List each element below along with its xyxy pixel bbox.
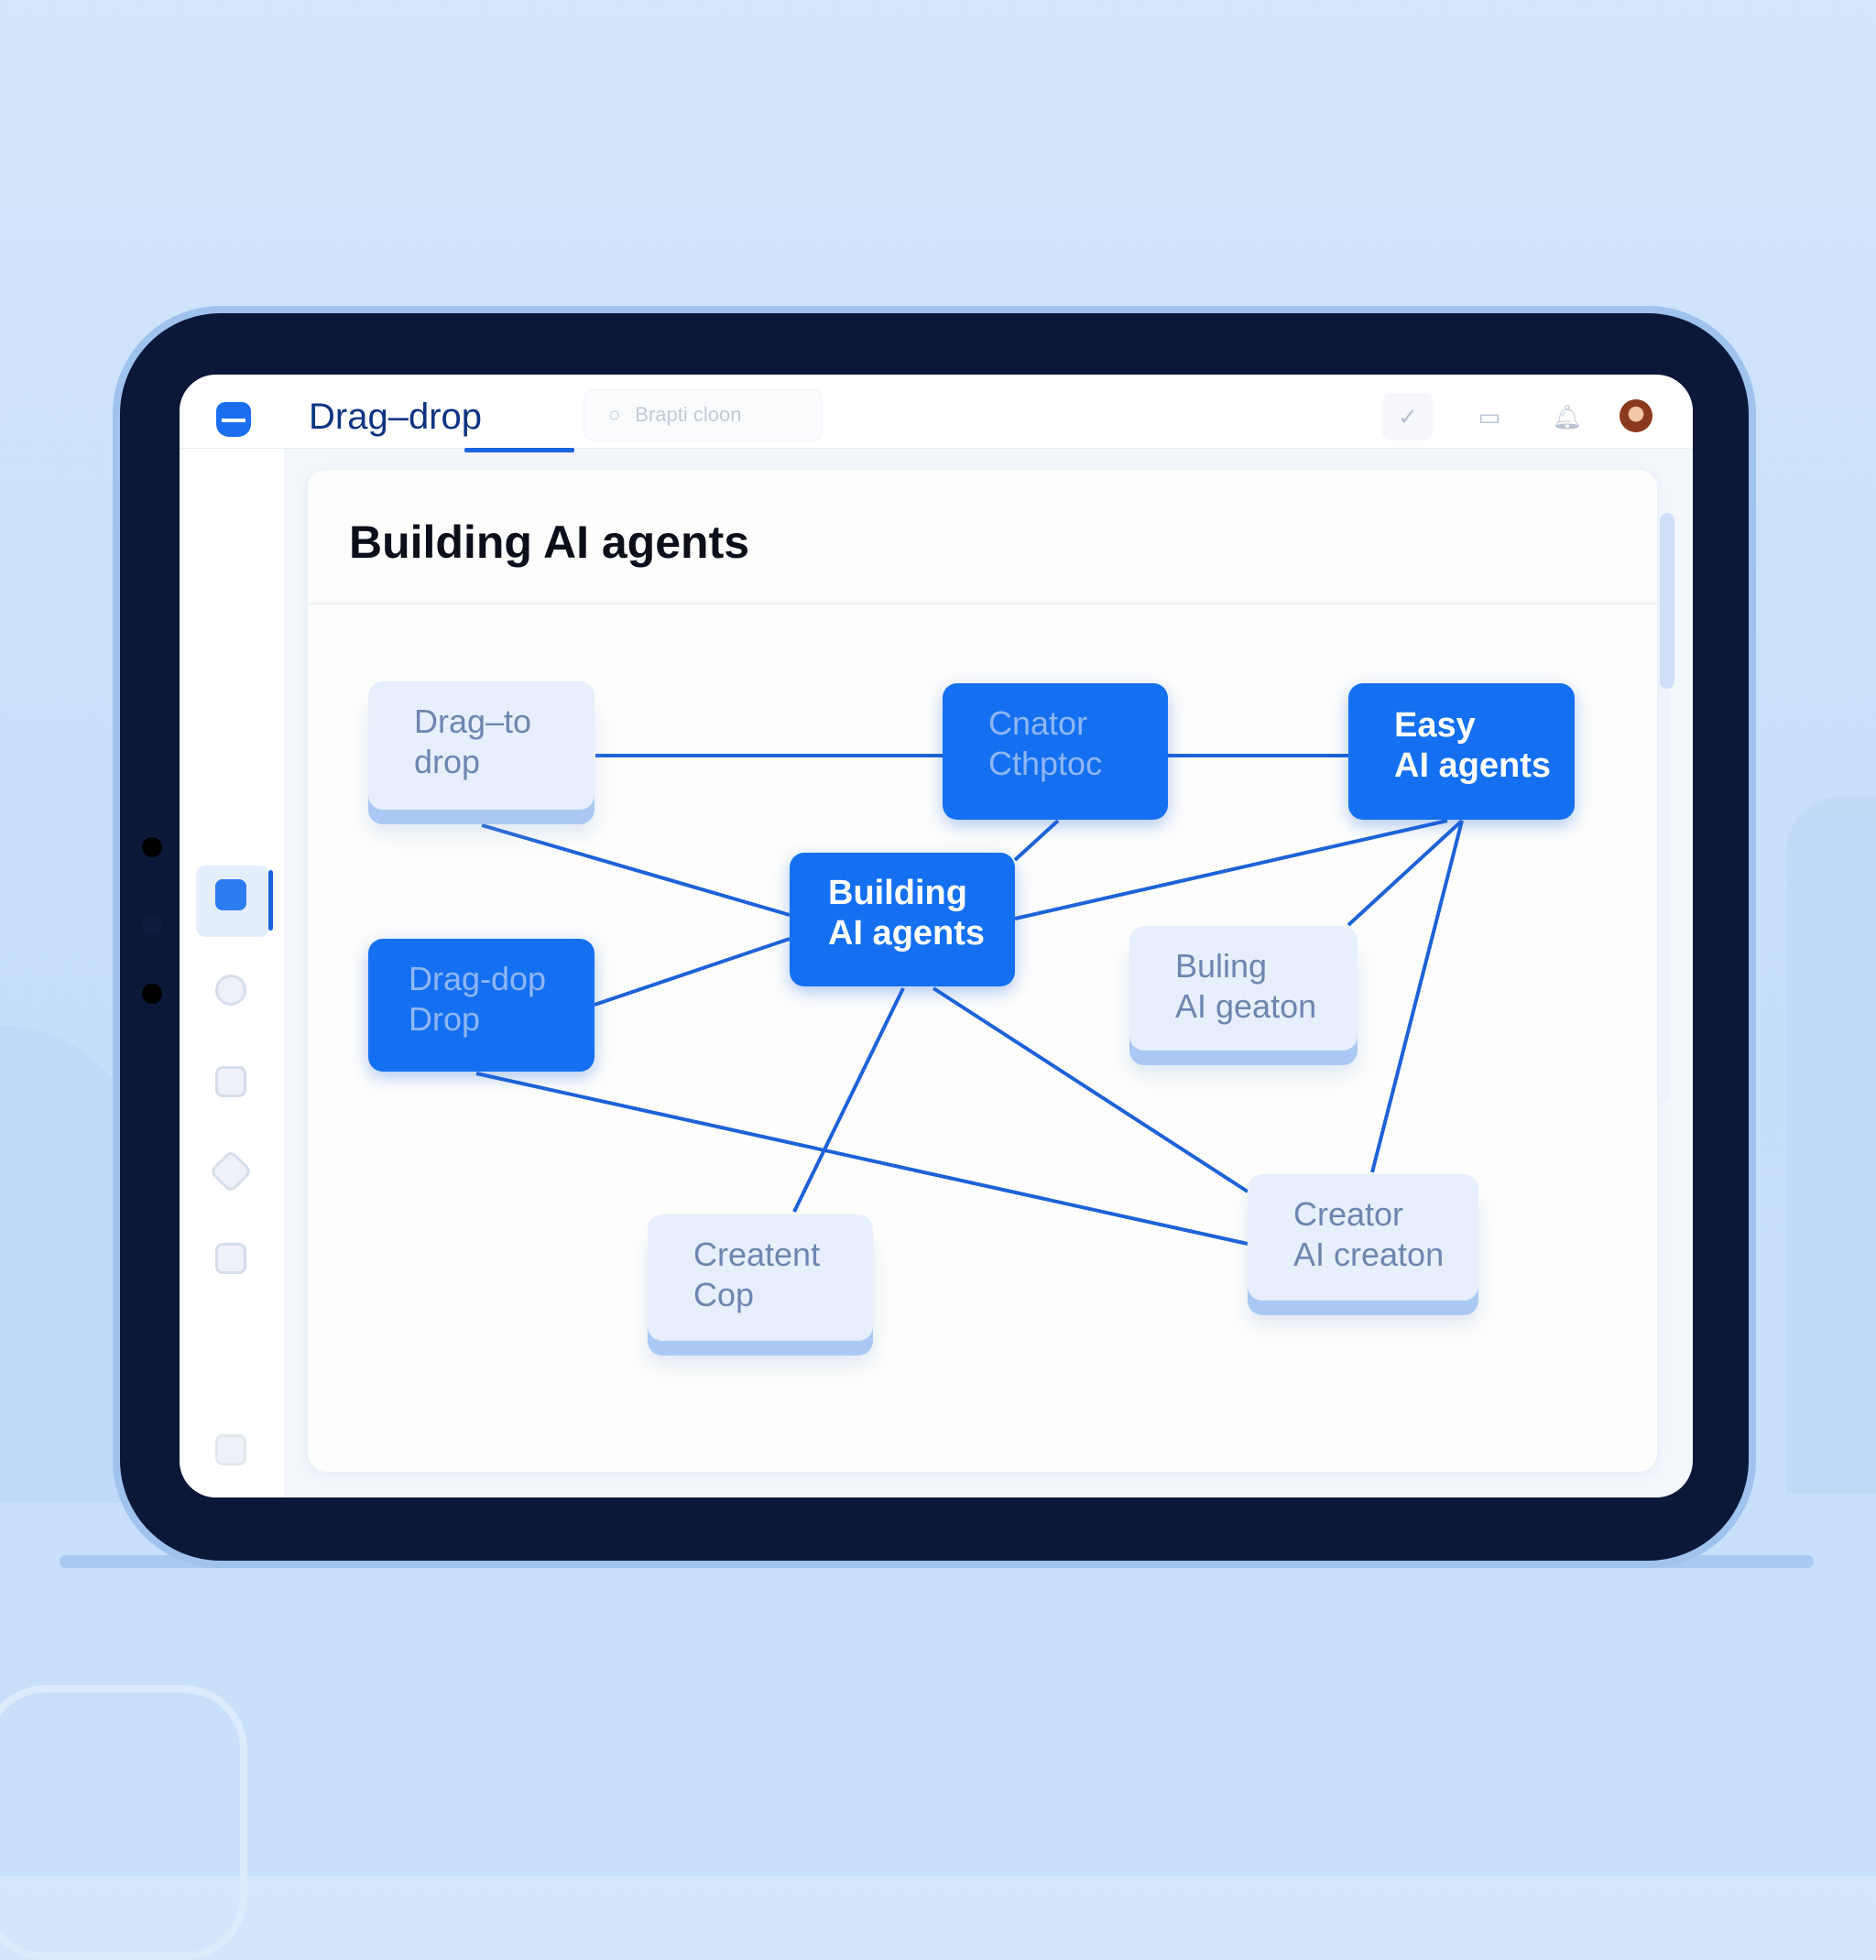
divider — [308, 603, 1657, 604]
node-label: Cop — [693, 1276, 755, 1313]
camera-dot — [142, 916, 162, 936]
node-label: AI geaton — [1175, 987, 1317, 1025]
app-logo-icon[interactable] — [216, 402, 251, 437]
document-icon[interactable]: ▭ — [1478, 402, 1501, 430]
node-label: Cthptoc — [988, 745, 1103, 782]
sidebar-active-indicator — [268, 870, 273, 931]
avatar[interactable] — [1620, 399, 1652, 432]
node-label: drop — [414, 743, 481, 780]
search-icon: ○ — [608, 403, 621, 426]
sidebar-item-shapes-icon[interactable] — [208, 1149, 254, 1194]
search-placeholder: Brapti cloon — [635, 403, 742, 426]
node-label: Drag–to — [414, 702, 532, 740]
active-tab-indicator — [464, 448, 574, 452]
sidebar-item-agents-icon[interactable] — [215, 879, 246, 910]
sidebar-item-box-icon[interactable] — [215, 1243, 246, 1274]
node-label: Creatent — [693, 1236, 821, 1273]
top-bar: Drag–drop ○ Brapti cloon ✓ ▭ 🔔︎ — [180, 375, 1693, 452]
node-label: Drop — [409, 1000, 481, 1038]
node-label: Buling — [1175, 947, 1268, 985]
node-label: AI creaton — [1293, 1236, 1445, 1273]
check-icon[interactable]: ✓ — [1382, 393, 1434, 441]
node-label: Easy — [1394, 706, 1476, 745]
page-title: Building AI agents — [349, 517, 750, 568]
node-label: Drag-dop — [409, 960, 547, 997]
sidebar-item-settings-icon[interactable] — [215, 1434, 246, 1465]
node-label: Cnator — [988, 704, 1088, 742]
camera-dot — [142, 984, 162, 1004]
bell-icon[interactable]: 🔔︎ — [1552, 402, 1583, 430]
sidebar-item-screen-icon[interactable] — [215, 1066, 246, 1097]
scrollbar-track[interactable] — [1662, 689, 1671, 1101]
background-decoration — [0, 1685, 247, 1960]
node-label: AI agents — [1394, 746, 1552, 785]
node-label: Creator — [1293, 1195, 1404, 1233]
camera-dot — [142, 837, 162, 857]
background-decoration — [1786, 797, 1876, 1493]
search-input[interactable]: ○ Brapti cloon — [584, 389, 823, 441]
app-title-tab[interactable]: Drag–drop — [309, 397, 483, 437]
node-label: Building — [828, 874, 967, 912]
sidebar-item-chat-icon[interactable] — [215, 975, 246, 1006]
sidebar — [180, 449, 284, 1497]
node-label: AI agents — [828, 914, 986, 953]
scrollbar-thumb[interactable] — [1660, 513, 1674, 689]
